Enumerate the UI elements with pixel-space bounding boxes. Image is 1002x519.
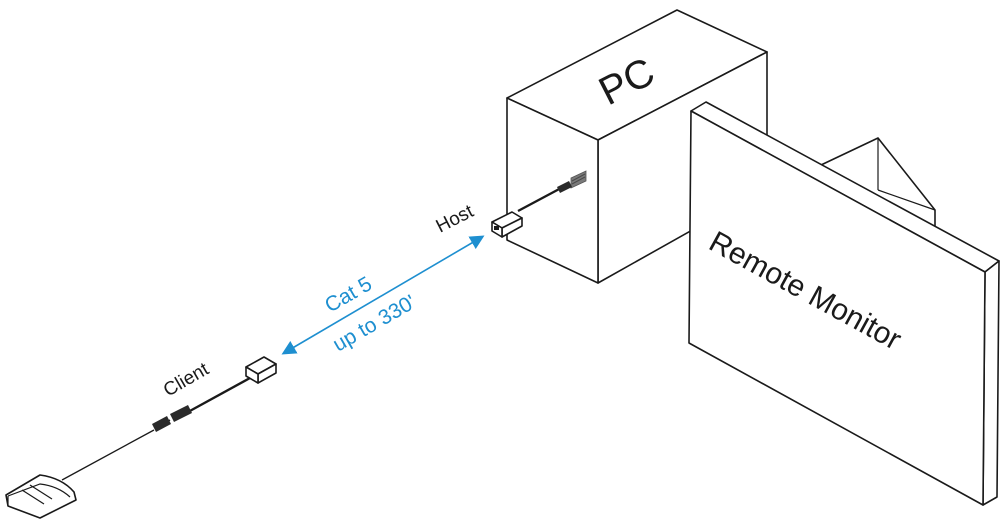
client-label: Client (160, 358, 213, 401)
host-cable (517, 181, 572, 213)
client-extender-icon (245, 356, 277, 384)
cable-connector (170, 405, 192, 422)
monitor-icon (688, 101, 1000, 506)
cable-type-label: Cat 5 (321, 272, 376, 317)
mouse-icon (5, 474, 77, 519)
host-extender-icon (491, 211, 523, 238)
cat5-link-arrow (281, 235, 485, 355)
pc-tower-icon (506, 9, 768, 284)
client-cable (61, 376, 251, 481)
cable-connector (152, 416, 171, 432)
host-label: Host (433, 201, 478, 238)
